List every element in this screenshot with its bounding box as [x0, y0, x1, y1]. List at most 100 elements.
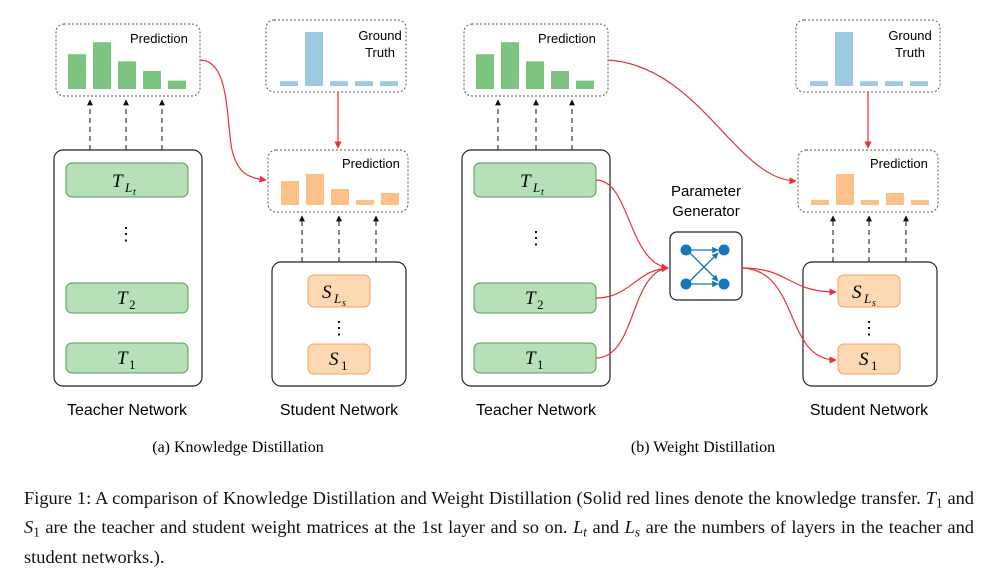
student-layer-ls: S L s [837, 274, 901, 309]
caption-s1: S1 [24, 517, 40, 540]
svg-text:T: T [525, 348, 537, 369]
svg-text:T: T [525, 288, 537, 309]
teacher-layer-2: T 2 [473, 282, 597, 314]
caption-mid: are the teacher and student weight matri… [45, 517, 568, 538]
student-layer-1: S 1 [307, 343, 371, 375]
svg-text:S: S [852, 282, 862, 303]
prediction-bar [381, 193, 399, 205]
teacher-prediction-label: Prediction [130, 31, 188, 46]
svg-text:1: 1 [129, 357, 136, 372]
student-prediction-label: Prediction [870, 156, 928, 171]
subcaption-b: (b) Weight Distillation [631, 439, 775, 456]
ground-truth-label-line1: Ground [888, 28, 931, 43]
prediction-bar [355, 81, 373, 86]
prediction-bar [910, 81, 928, 86]
caption-and: and [592, 517, 620, 538]
svg-text:T: T [112, 171, 124, 192]
figure-caption: Figure 1: A comparison of Knowledge Dist… [24, 486, 974, 570]
prediction-bar [886, 193, 904, 205]
svg-text:S: S [322, 282, 332, 303]
parameter-generator-label-line1: Parameter [671, 183, 741, 200]
svg-text:L: L [333, 291, 341, 306]
svg-text:2: 2 [129, 297, 136, 312]
teacher-network-box [53, 149, 203, 387]
knowledge-transfer-line [607, 59, 797, 185]
prediction-bar [68, 54, 86, 89]
parameter-generator-label-line2: Generator [672, 203, 740, 220]
prediction-bar [280, 81, 298, 86]
caption-lead: Figure 1: A comparison of Knowledge Dist… [24, 488, 921, 508]
teacher-layer-lt: T L t [65, 162, 189, 198]
prediction-bar [526, 61, 544, 89]
ground-truth-label-line1: Ground [358, 28, 401, 43]
teacher-layer-1: T 1 [65, 342, 189, 374]
svg-text:t: t [541, 187, 544, 198]
teacher-weight-transfer-line [595, 179, 669, 271]
svg-text:T: T [117, 348, 129, 369]
network-graph-icon [680, 244, 730, 290]
teacher-layer-lt: T L t [473, 162, 597, 198]
student-prediction-bars [811, 174, 929, 205]
svg-text:S: S [859, 349, 869, 370]
prediction-bar [810, 81, 828, 86]
svg-text:1: 1 [341, 358, 348, 373]
generated-weight-line [741, 267, 837, 296]
teacher-prediction-bars [476, 42, 594, 89]
caption-lt: Lt [573, 517, 587, 540]
svg-text:L: L [124, 180, 132, 195]
prediction-bar [501, 42, 519, 89]
teacher-layer-1: T 1 [473, 342, 597, 374]
teacher-prediction-bars [68, 42, 186, 89]
svg-text:T: T [117, 288, 129, 309]
parameter-generator [669, 231, 743, 301]
student-ellipsis: ⋮ [860, 318, 878, 338]
panel-b: Prediction Ground Truth Prediction T L t… [461, 19, 941, 456]
teacher-ellipsis: ⋮ [117, 224, 135, 244]
prediction-bar [305, 32, 323, 86]
svg-text:T: T [520, 171, 532, 192]
svg-text:s: s [342, 298, 346, 309]
ground-truth-bars [280, 32, 398, 86]
student-prediction-box [797, 149, 939, 213]
prediction-bar [860, 81, 878, 86]
prediction-bar [911, 200, 929, 205]
teacher-prediction-label: Prediction [538, 31, 596, 46]
prediction-bar [118, 61, 136, 89]
prediction-bar [331, 189, 349, 205]
svg-text:S: S [329, 349, 339, 370]
prediction-bar [168, 80, 186, 89]
student-prediction-box [267, 149, 409, 213]
prediction-bar [551, 71, 569, 89]
svg-text:1: 1 [537, 357, 544, 372]
caption-and: and [947, 488, 974, 508]
svg-text:1: 1 [871, 358, 878, 373]
student-prediction-bars [281, 174, 399, 205]
student-layer-1: S 1 [837, 343, 901, 375]
teacher-network-label: Teacher Network [67, 402, 188, 419]
prediction-bar [143, 71, 161, 89]
teacher-weight-transfer-line [595, 265, 669, 359]
prediction-bar [576, 80, 594, 89]
prediction-bar [93, 42, 111, 89]
svg-text:L: L [532, 180, 540, 195]
ground-truth-box [265, 19, 407, 93]
prediction-bar [380, 81, 398, 86]
student-network-label: Student Network [810, 402, 929, 419]
caption-tail: are the numbers of layers in the teacher… [24, 517, 974, 567]
svg-text:t: t [133, 187, 136, 198]
prediction-bar [306, 174, 324, 205]
prediction-bar [281, 181, 299, 205]
prediction-bar [885, 81, 903, 86]
teacher-layer-2: T 2 [65, 282, 189, 314]
prediction-bar [476, 54, 494, 89]
teacher-weight-transfer-line [595, 264, 669, 299]
ground-truth-label-line2: Truth [365, 45, 395, 60]
prediction-bar [836, 174, 854, 205]
caption-t1: T1 [925, 488, 943, 511]
prediction-bar [330, 81, 348, 86]
prediction-bar [811, 200, 829, 205]
teacher-network-label: Teacher Network [476, 402, 597, 419]
svg-text:L: L [863, 291, 871, 306]
student-prediction-label: Prediction [342, 156, 400, 171]
knowledge-transfer-line [199, 59, 267, 183]
